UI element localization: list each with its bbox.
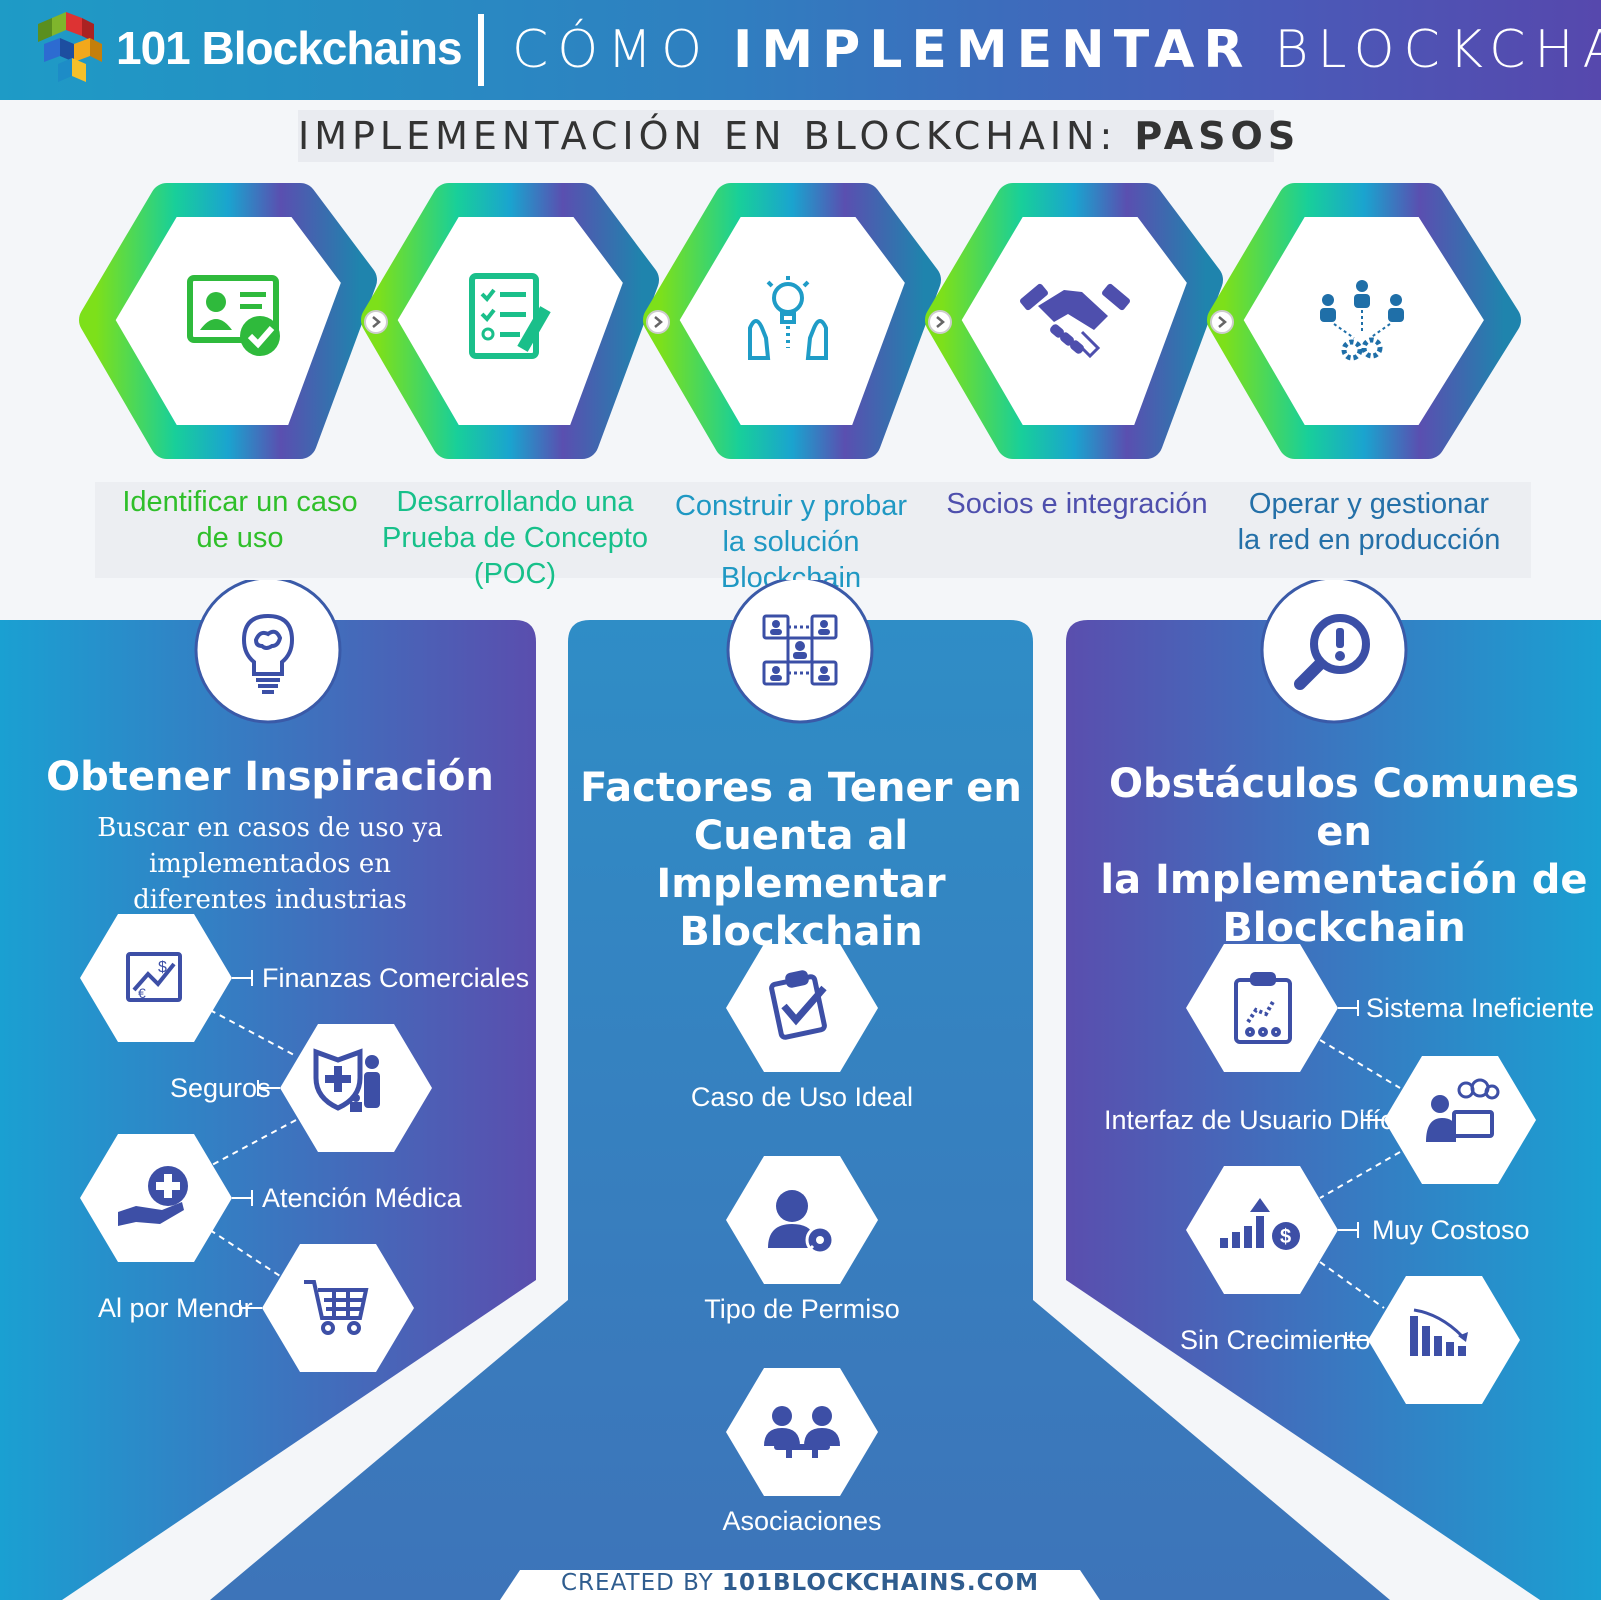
panel-right-header-circle [1260,580,1408,724]
header-banner: 101 Blockchains CÓMO IMPLEMENTAR BLOCKCHAI… [0,0,1601,100]
section-subtitle: IMPLEMENTACIÓN EN BLOCKCHAIN: PASOS [298,110,1295,162]
brand-name[interactable]: 101 Blockchains [116,22,463,74]
arrow-right-icon [646,310,670,334]
footer-credit: CREATED BY 101BLOCKCHAINS.COM [520,1566,1080,1600]
item-label-no-growth: Sin Crecimiento [1180,1325,1371,1355]
title-part-2: IMPLEMENTAR [733,20,1253,80]
panel-center-bg [210,620,1390,1600]
steps-chain [79,183,1521,459]
panel-left-bg [0,620,536,1600]
item-label-retail: Al por Menor [98,1293,253,1323]
arrow-right-icon [1210,310,1234,334]
network-gears-icon [1320,280,1404,361]
arrow-right-icon [928,310,952,334]
item-label-difficult-ui: Interfaz de Usuario Difícil [1104,1105,1406,1135]
checklist-pencil-icon [469,273,551,359]
logo-cubes-icon [38,12,102,82]
network-users-icon [762,614,838,686]
footer-site-link[interactable]: 101BLOCKCHAINS.COM [722,1570,1039,1596]
partners-icon [764,1406,840,1458]
healthcare-hand-icon [118,1166,188,1226]
svg-text:$: $ [158,959,167,976]
hex-inefficient [1186,944,1338,1072]
step-hex-2 [361,183,659,459]
hex-partnerships [726,1368,878,1496]
inefficient-board-icon [1234,972,1292,1044]
shopping-cart-icon [304,1280,369,1335]
step-hex-1 [79,183,377,459]
handshake-icon [1020,283,1130,359]
footer-prefix: CREATED BY [561,1570,714,1596]
clipboard-check-icon [769,970,827,1040]
step-hex-4 [925,183,1223,459]
panel-left-title: Obtener Inspiración [46,754,494,800]
costly-chart-icon: $ [1220,1198,1300,1250]
user-key-icon [768,1190,835,1255]
step-label-2: Desarrollando una Prueba de Concepto (PO… [381,486,649,590]
item-label-costly: Muy Costoso [1372,1215,1530,1245]
panel-left-subtitle: Buscar en casos de uso ya implementados … [97,813,443,915]
svg-text:€: € [138,985,146,1001]
insurance-family-icon [313,1048,380,1112]
step-label-1: Identificar un caso de uso [122,486,358,554]
title-part-3: BLOCKCHAIN [1274,20,1601,80]
step-label-5: Operar y gestionar la red en producción [1237,488,1501,556]
declining-chart-icon [1410,1308,1468,1356]
panel-center-title: Factores a Tener en Cuenta al Implementa… [580,765,1022,955]
step-label-4: Socios e integración [946,488,1208,520]
item-label-partnerships: Asociaciones [722,1506,882,1536]
item-label-finance: Finanzas Comerciales [262,963,530,993]
item-label-ideal-use-case: Caso de Uso Ideal [690,1082,914,1112]
title-part-1: CÓMO [512,20,712,80]
step-label-bar [95,482,1531,578]
step-arrows [364,310,1234,334]
hex-no-growth [1368,1276,1520,1404]
item-label-inefficient: Sistema Ineficiente [1366,993,1595,1023]
header-divider [478,14,484,86]
id-card-check-icon [187,275,280,356]
subtitle-bar [298,110,1274,162]
item-label-healthcare: Atención Médica [262,1183,462,1213]
magnifier-alert-icon [1294,614,1370,690]
brain-bulb-icon [241,613,295,694]
confused-user-icon [1426,1078,1500,1142]
panels-background: $ € [0,580,1601,1600]
panel-left-header-circle [194,580,342,724]
subtitle-prefix: IMPLEMENTACIÓN EN BLOCKCHAIN: [298,114,1118,158]
lightbulb-hands-icon [748,276,828,360]
finance-chart-icon: $ € [126,952,182,1002]
item-label-permission-type: Tipo de Permiso [704,1294,900,1324]
step-hex-5 [1207,183,1521,459]
subtitle-bold: PASOS [1134,114,1301,158]
page-title: CÓMO IMPLEMENTAR BLOCKCHAIN [512,14,1601,86]
hex-permission-type [726,1156,878,1284]
svg-text:$: $ [1280,1226,1291,1248]
hex-finance [80,914,232,1042]
panel-right-title: Obstáculos Comunes en la Implementación … [1100,761,1588,951]
item-label-insurance: Seguros [170,1073,271,1103]
arrow-right-icon [364,310,388,334]
